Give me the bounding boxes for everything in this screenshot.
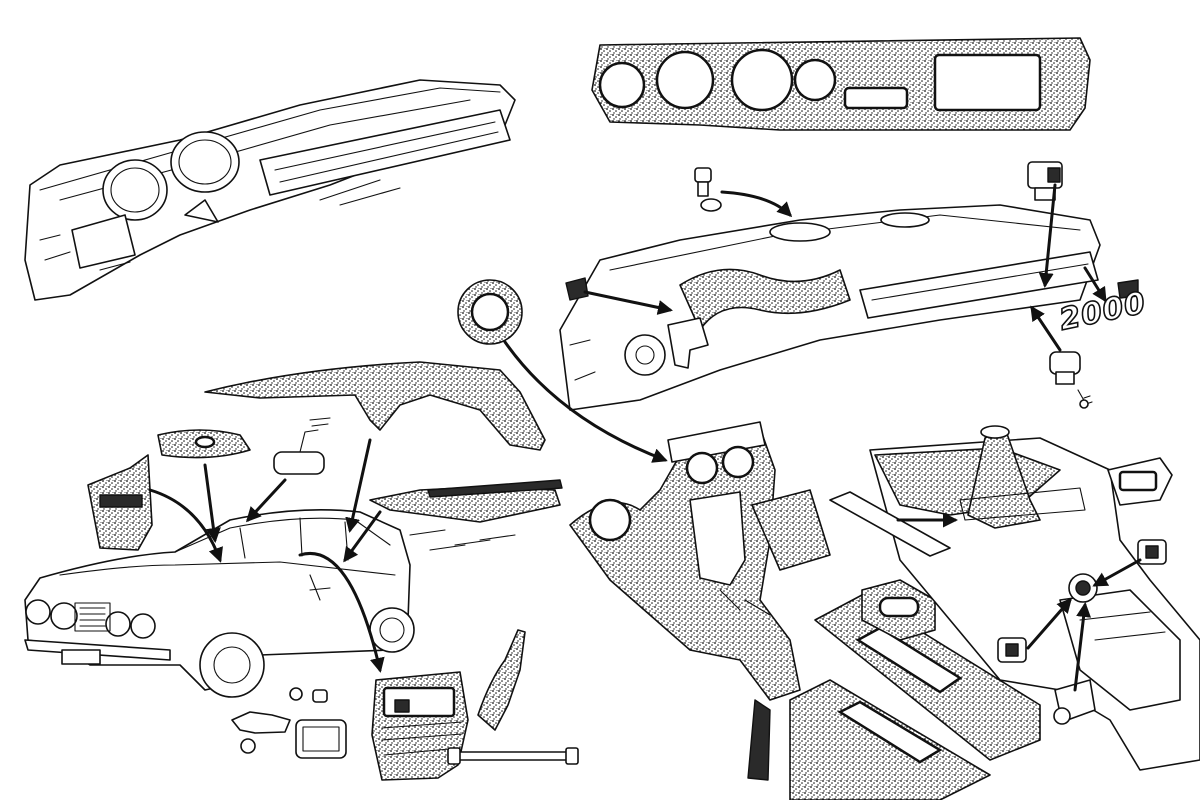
side-trim-icon xyxy=(369,479,563,551)
center-console-icon xyxy=(569,421,831,781)
switch-box-icon xyxy=(1107,457,1173,506)
hinge-icon xyxy=(231,687,328,754)
rear-pocket-icon xyxy=(87,454,153,551)
push-button-icon xyxy=(694,167,722,212)
vent-knob-icon xyxy=(565,277,589,301)
dashboard-assembly xyxy=(559,204,1101,411)
ignition-lock-icon xyxy=(1049,351,1093,409)
leader-arrows xyxy=(148,183,1142,692)
cigarette-lighter-icon xyxy=(1053,573,1098,725)
switch-icon xyxy=(1027,161,1063,201)
handle-bar-icon xyxy=(447,747,579,765)
shift-plate-icon xyxy=(829,491,951,557)
dashboard-panel-icon xyxy=(591,37,1091,131)
mirror-icon xyxy=(273,417,331,475)
dashboard-outline-icon xyxy=(24,79,516,301)
dome-light-icon xyxy=(295,719,347,759)
grommet-icon xyxy=(457,279,523,345)
armrest-icon xyxy=(477,629,526,731)
headliner-icon xyxy=(204,361,546,451)
door-panel-icon xyxy=(371,671,469,781)
sun-visor-icon xyxy=(157,429,251,459)
shift-boot-icon xyxy=(959,425,1086,529)
car-coupe-icon xyxy=(24,508,415,698)
clip-icon xyxy=(1117,279,1139,299)
console-tray-icon xyxy=(789,579,1041,800)
rocker-switch-icon xyxy=(997,539,1167,663)
glovebox-icon xyxy=(859,251,1099,319)
